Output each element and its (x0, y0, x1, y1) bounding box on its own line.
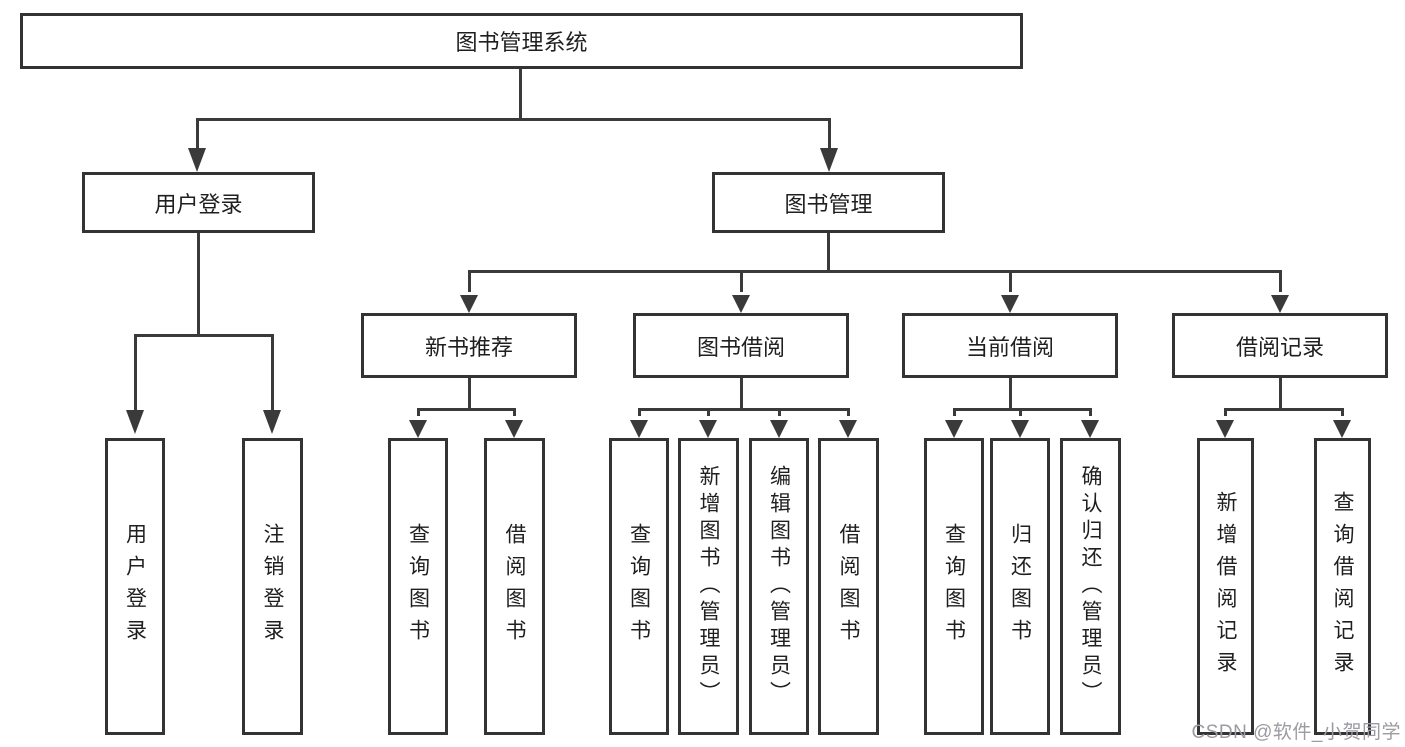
leaf-br-add: 新增借阅记录 (1197, 438, 1254, 735)
arrow-to-br-query (1333, 420, 1351, 438)
connector-book-borrow-branch (638, 408, 850, 411)
node-current-borrow-label: 当前借阅 (965, 334, 1054, 360)
arrow-to-borrow-record (1271, 295, 1289, 313)
leaf-nb-query: 查询图书 (388, 438, 448, 735)
node-borrow-record: 借阅记录 (1172, 313, 1388, 378)
connector-to-br-query (1341, 408, 1344, 416)
csdn-watermark: CSDN @软件_小贺同学 (1191, 722, 1401, 743)
connector-current-borrow-stem (1009, 378, 1012, 410)
connector-to-cb-confirm (1089, 408, 1092, 416)
connector-to-leaf-user-login (134, 334, 137, 411)
leaf-cb-query: 查询图书 (924, 438, 984, 735)
connector-book-borrow-stem (740, 378, 743, 410)
leaf-logout-label: 注销登录 (261, 522, 284, 651)
leaf-br-query-label: 查询借阅记录 (1331, 490, 1354, 683)
leaf-cb-query-label: 查询图书 (942, 522, 966, 651)
connector-borrow-record-stem (1279, 378, 1282, 410)
node-book-borrow: 图书借阅 (633, 313, 849, 378)
arrow-to-nb-query (409, 420, 427, 438)
node-user-login: 用户登录 (82, 172, 315, 233)
arrow-to-cb-query (945, 420, 963, 438)
connector-to-br-add (1224, 408, 1227, 416)
connector-to-leaf-logout (271, 334, 274, 411)
connector-new-book-stem (468, 378, 471, 410)
connector-to-current-borrow (1009, 270, 1012, 292)
leaf-bb-borrow: 借阅图书 (818, 438, 879, 735)
arrow-to-user-login (188, 148, 206, 172)
connector-to-cb-return (1019, 408, 1022, 416)
node-new-book: 新书推荐 (361, 313, 577, 378)
node-root: 图书管理系统 (20, 13, 1023, 69)
node-root-label: 图书管理系统 (455, 30, 588, 55)
connector-current-borrow-branch (953, 408, 1092, 411)
connector-to-cb-query (953, 408, 956, 416)
connector-level3-branch (468, 270, 1281, 273)
arrow-to-leaf-user-login (126, 410, 144, 434)
arrow-to-book-mgmt (820, 148, 838, 172)
leaf-cb-confirm: 确认归还（管理员） (1060, 438, 1121, 735)
leaf-cb-return: 归还图书 (990, 438, 1050, 735)
connector-to-new-book (468, 270, 471, 292)
leaf-cb-confirm-label: 确认归还（管理员） (1079, 465, 1102, 708)
connector-to-book-mgmt (828, 118, 831, 150)
connector-borrow-record-branch (1224, 408, 1344, 411)
node-book-mgmt-label: 图书管理 (784, 191, 873, 217)
leaf-bb-edit-label: 编辑图书（管理员） (767, 465, 791, 708)
leaf-bb-query-label: 查询图书 (627, 522, 651, 651)
leaf-cb-return-label: 归还图书 (1008, 522, 1032, 651)
arrow-to-book-borrow (732, 295, 750, 313)
connector-user-login-stem (197, 233, 200, 336)
leaf-bb-query: 查询图书 (609, 438, 669, 735)
node-book-mgmt: 图书管理 (712, 172, 945, 233)
connector-to-book-borrow (740, 270, 743, 292)
node-new-book-label: 新书推荐 (424, 334, 513, 360)
connector-book-mgmt-stem (827, 233, 830, 272)
connector-to-nb-borrow (513, 408, 516, 416)
arrow-to-leaf-logout (263, 410, 281, 434)
leaf-bb-add-label: 新增图书（管理员） (697, 465, 720, 708)
connector-to-bb-add (707, 408, 710, 416)
connector-to-bb-query (638, 408, 641, 416)
arrow-to-bb-edit (770, 420, 788, 438)
leaf-br-add-label: 新增借阅记录 (1214, 490, 1237, 683)
connector-level2-branch (196, 118, 831, 121)
leaf-bb-add: 新增图书（管理员） (678, 438, 739, 735)
arrow-to-br-add (1216, 420, 1234, 438)
leaf-nb-borrow-label: 借阅图书 (503, 522, 526, 651)
connector-to-nb-query (417, 408, 420, 416)
leaf-nb-query-label: 查询图书 (406, 522, 430, 651)
node-borrow-record-label: 借阅记录 (1235, 334, 1324, 360)
node-current-borrow: 当前借阅 (902, 313, 1118, 378)
arrow-to-nb-borrow (505, 420, 523, 438)
arrow-to-bb-borrow (839, 420, 857, 438)
arrow-to-cb-return (1011, 420, 1029, 438)
arrow-to-bb-add (699, 420, 717, 438)
node-user-login-label: 用户登录 (154, 191, 243, 217)
connector-root-stem (519, 69, 522, 120)
arrow-to-current-borrow (1001, 295, 1019, 313)
arrow-to-new-book (460, 295, 478, 313)
arrow-to-cb-confirm (1081, 420, 1099, 438)
leaf-nb-borrow: 借阅图书 (484, 438, 545, 735)
leaf-bb-borrow-label: 借阅图书 (837, 522, 860, 651)
node-book-borrow-label: 图书借阅 (696, 334, 785, 360)
connector-to-user-login (196, 118, 199, 150)
connector-to-bb-edit (778, 408, 781, 416)
connector-user-login-branch (134, 334, 274, 337)
leaf-bb-edit: 编辑图书（管理员） (749, 438, 809, 735)
leaf-br-query: 查询借阅记录 (1314, 438, 1371, 735)
connector-to-borrow-record (1279, 270, 1282, 292)
leaf-user-login: 用户登录 (105, 438, 165, 735)
connector-to-bb-borrow (847, 408, 850, 416)
connector-new-book-branch (417, 408, 516, 411)
leaf-user-login-label: 用户登录 (123, 522, 147, 651)
arrow-to-bb-query (630, 420, 648, 438)
leaf-logout: 注销登录 (242, 438, 303, 735)
